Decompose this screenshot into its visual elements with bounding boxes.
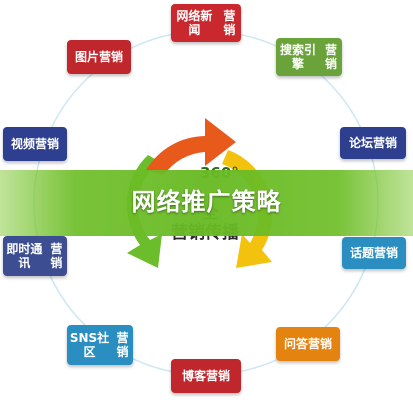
node-news-line2: 营销 [223,8,236,37]
node-video-marketing: 视频营销 [3,127,67,161]
node-search-marketing: 搜索引擎 营销 [276,38,342,76]
node-im-marketing: 即时通讯 营销 [3,236,67,276]
title-banner [0,170,413,236]
node-news-line1: 网络新闻 [176,8,213,37]
banner-title: 网络推广策略 [131,188,282,216]
node-topic-marketing: 话题营销 [342,237,406,269]
node-search-line1: 搜索引擎 [279,42,316,71]
node-image-line1: 图片营销 [74,49,123,64]
node-sns-marketing: SNS社区 营销 [67,325,133,365]
node-sns-line1: SNS社区 [69,330,110,359]
node-qa-marketing: 问答营销 [276,327,340,361]
node-sns-line2: 营销 [116,330,129,359]
node-blog-line1: 博客营销 [181,368,230,383]
node-forum-marketing: 论坛营销 [340,127,406,159]
node-news-marketing: 网络新闻 营销 [171,4,241,42]
node-im-line1: 即时通讯 [6,241,43,270]
node-im-line2: 营销 [50,241,63,270]
cycle-arrow-orange [146,118,236,175]
node-qa-line1: 问答营销 [283,336,332,351]
node-blog-marketing: 博客营销 [171,359,241,393]
node-topic-line1: 话题营销 [349,245,398,260]
node-forum-line1: 论坛营销 [348,135,397,150]
node-image-marketing: 图片营销 [67,40,131,74]
node-video-line1: 视频营销 [10,136,59,151]
node-search-line2: 营销 [324,42,337,71]
